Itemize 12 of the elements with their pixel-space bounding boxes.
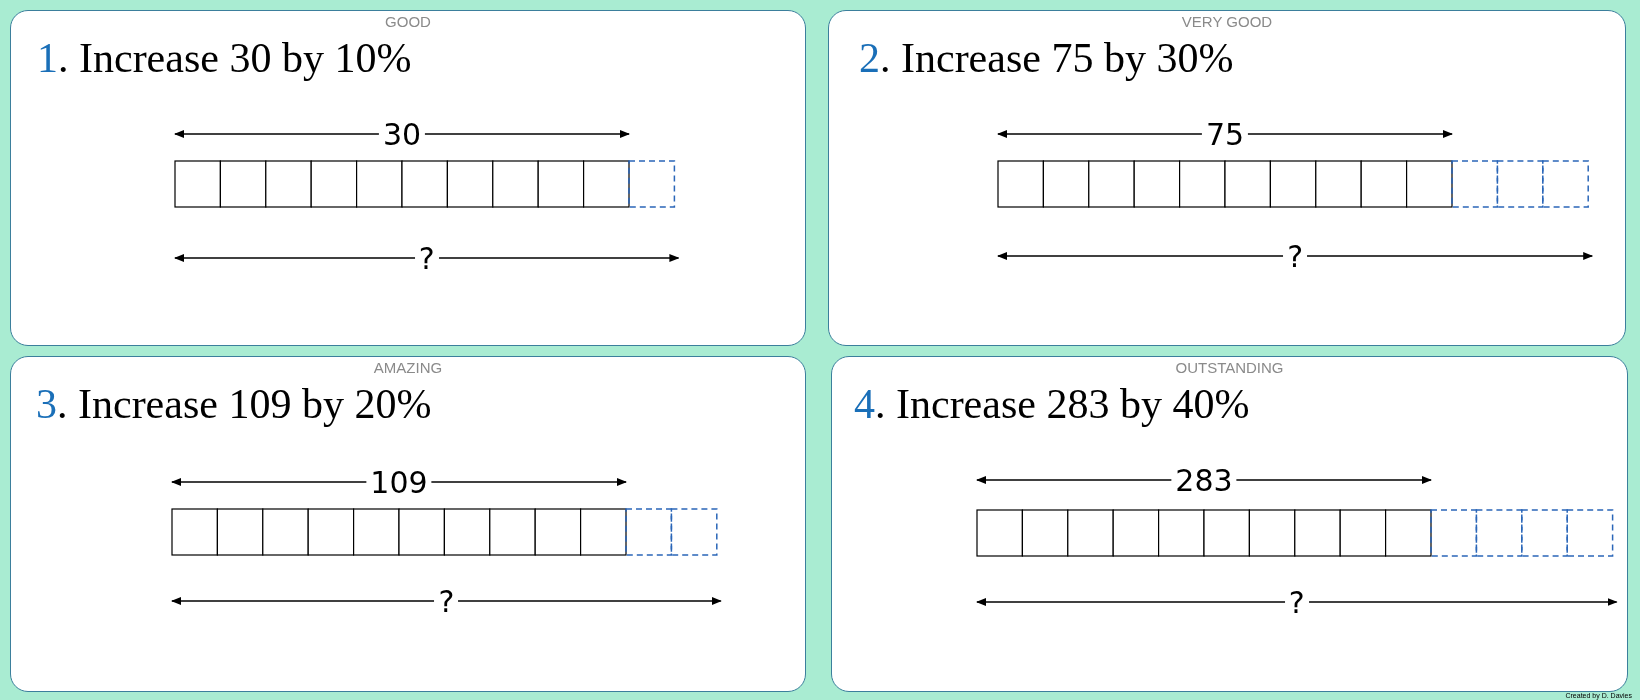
difficulty-label: VERY GOOD — [1180, 13, 1274, 30]
question-text: 4. Increase 283 by 40% — [854, 381, 1250, 428]
difficulty-label: AMAZING — [372, 359, 444, 376]
task-card — [831, 356, 1628, 692]
question-text: 2. Increase 75 by 30% — [859, 35, 1234, 82]
task-card — [10, 10, 806, 346]
question-text: 1. Increase 30 by 10% — [37, 35, 412, 82]
task-card — [828, 10, 1626, 346]
task-card — [10, 356, 806, 692]
question-text: 3. Increase 109 by 20% — [36, 381, 432, 428]
difficulty-label: GOOD — [384, 13, 432, 30]
difficulty-label: OUTSTANDING — [1174, 359, 1285, 376]
